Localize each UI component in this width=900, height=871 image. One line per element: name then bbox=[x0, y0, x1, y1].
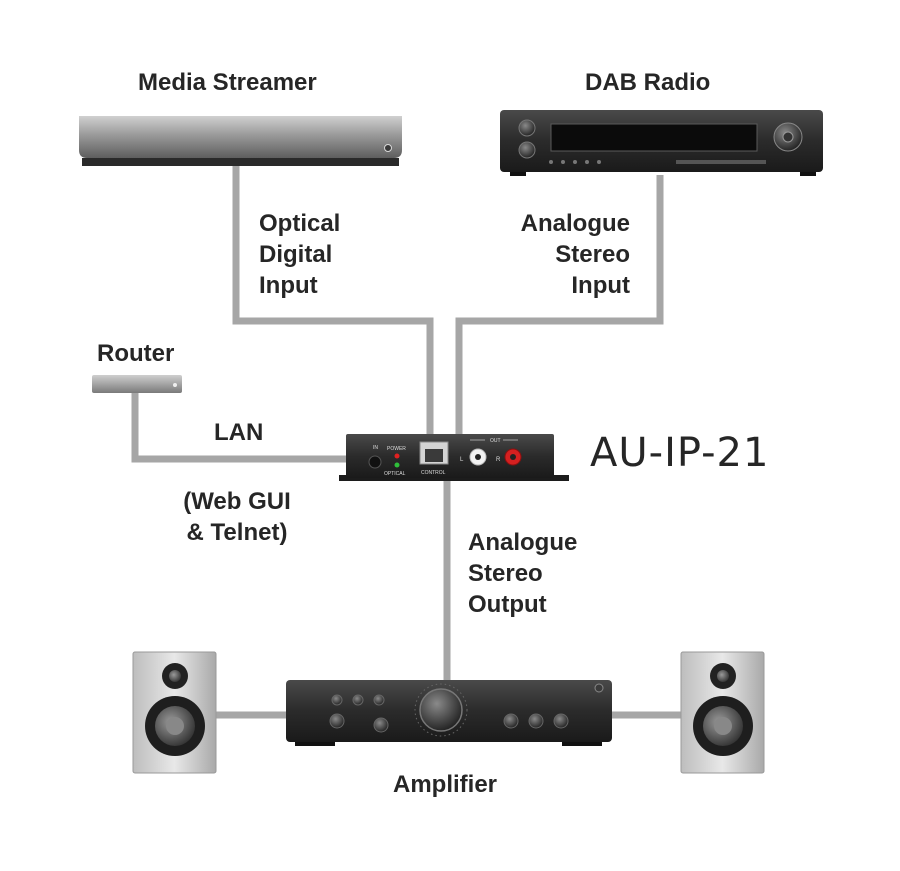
router-label: Router bbox=[97, 340, 175, 367]
lan-note-label: (Web GUI & Telnet) bbox=[162, 486, 312, 548]
radio-knob-bottom bbox=[518, 141, 536, 159]
lan-note-line-1: (Web GUI bbox=[183, 488, 291, 515]
volume-knob[interactable] bbox=[419, 688, 463, 732]
panel-power-label: POWER bbox=[387, 446, 406, 452]
au-ip-21-device: IN POWER OPTICAL CONTROL OUT L R bbox=[339, 434, 569, 481]
amplifier-label: Amplifier bbox=[393, 771, 498, 798]
optical-led bbox=[394, 462, 400, 468]
analogue-out-line-2: Stereo bbox=[468, 560, 543, 587]
panel-left-label: L bbox=[460, 457, 464, 463]
power-led bbox=[394, 453, 400, 459]
model-name-label: AU-IP-21 bbox=[590, 430, 770, 476]
analogue-in-line-3: Input bbox=[571, 272, 630, 299]
dab-radio-device bbox=[500, 110, 823, 176]
router-led bbox=[173, 383, 177, 387]
analogue-out-line-3: Output bbox=[468, 591, 547, 618]
lan-note-line-2: & Telnet) bbox=[186, 519, 288, 546]
optical-line-3: Input bbox=[259, 272, 318, 299]
analogue-in-line-1: Analogue bbox=[520, 210, 630, 237]
optical-cable bbox=[232, 165, 434, 434]
analogue-input-cable bbox=[455, 175, 664, 434]
router-device bbox=[92, 375, 182, 393]
lan-label: LAN bbox=[214, 419, 264, 446]
cables bbox=[131, 165, 682, 719]
media-streamer-device bbox=[79, 116, 402, 166]
optical-line-1: Optical bbox=[259, 210, 341, 237]
panel-in-label: IN bbox=[373, 445, 378, 451]
panel-control-label: CONTROL bbox=[421, 470, 446, 476]
amplifier-device bbox=[286, 680, 612, 746]
panel-right-label: R bbox=[496, 457, 501, 463]
left-speaker bbox=[132, 651, 217, 774]
radio-knob-top bbox=[518, 119, 536, 137]
streamer-power-led bbox=[384, 144, 392, 152]
right-speaker bbox=[680, 651, 765, 774]
amp-power-led bbox=[594, 683, 604, 693]
panel-optical-label: OPTICAL bbox=[384, 471, 406, 477]
in-button[interactable] bbox=[368, 455, 382, 469]
panel-out-label: OUT bbox=[490, 438, 501, 444]
analogue-in-line-2: Stereo bbox=[555, 241, 630, 268]
analogue-input-label: Analogue Stereo Input bbox=[480, 208, 630, 301]
analogue-out-line-1: Analogue bbox=[468, 529, 578, 556]
lan-cable bbox=[131, 393, 350, 463]
optical-input-label: Optical Digital Input bbox=[259, 208, 340, 301]
dab-radio-label: DAB Radio bbox=[585, 69, 711, 96]
media-streamer-label: Media Streamer bbox=[138, 69, 317, 96]
radio-display bbox=[550, 123, 758, 152]
analogue-output-label: Analogue Stereo Output bbox=[468, 527, 577, 620]
optical-line-2: Digital bbox=[259, 241, 333, 268]
